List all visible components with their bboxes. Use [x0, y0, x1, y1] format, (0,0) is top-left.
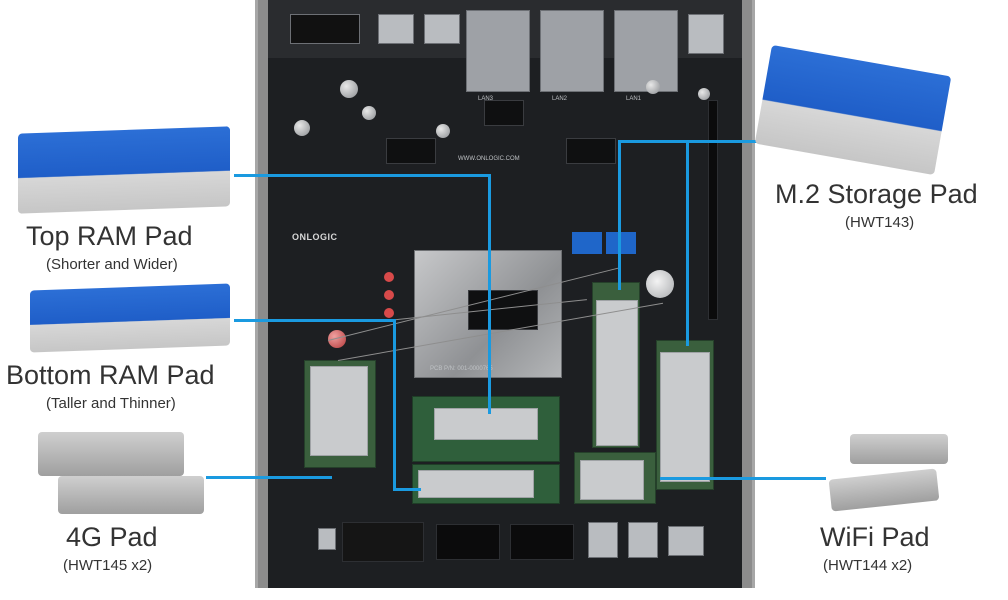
led — [384, 308, 394, 318]
usb-port — [378, 14, 414, 44]
m2-connector — [386, 138, 436, 164]
capacitor — [340, 80, 358, 98]
bottom-ram-pad-title: Bottom RAM Pad — [6, 360, 215, 390]
leader-line-bottom-ram — [393, 319, 396, 490]
usb-port — [424, 14, 460, 44]
wifi-pad-subtitle: (HWT144 x2) — [823, 557, 913, 574]
capacitor — [294, 120, 310, 136]
pcie-slot — [708, 100, 718, 320]
m2-storage-pad-title: M.2 Storage Pad — [775, 179, 978, 209]
leader-line-top-ram — [488, 174, 491, 414]
lan-port — [466, 10, 530, 92]
power-connector — [290, 14, 360, 44]
m2-storage-pad-photo — [754, 44, 952, 176]
wifi-thermal-pad — [580, 460, 644, 500]
lan-port — [540, 10, 604, 92]
lan-label: LAN3 — [478, 96, 494, 102]
top-ram-pad-photo — [18, 126, 230, 214]
capacitor — [328, 330, 346, 348]
leader-line-bottom-ram — [393, 488, 421, 491]
serial-port — [510, 524, 574, 560]
4g-pad-photo — [58, 476, 204, 514]
serial-port — [436, 524, 500, 560]
m2-thermal-pad — [660, 352, 710, 482]
sim-slot — [668, 526, 704, 556]
antenna-connector — [688, 14, 724, 54]
leader-line-m2 — [686, 140, 689, 346]
sata-connector — [572, 232, 602, 254]
usb-port — [588, 522, 618, 558]
leader-line-wifi — [660, 477, 826, 480]
motherboard-photo: LAN3 LAN2 LAN1 ONLOGIC WWW.ONLOGIC.COM P… — [268, 0, 742, 588]
pcb-label: PCB P/N: 001-0000765 — [430, 366, 493, 372]
leader-line-4g — [206, 476, 332, 479]
top-ram-thermal-pad — [434, 408, 538, 440]
leader-line-top-ram — [234, 174, 490, 177]
4g-pad-subtitle: (HWT145 x2) — [63, 557, 153, 574]
power-jack — [318, 528, 336, 550]
coin-battery — [646, 270, 674, 298]
top-ram-pad-subtitle: (Shorter and Wider) — [46, 256, 178, 273]
bottom-ram-thermal-pad — [418, 470, 534, 498]
leader-line-bottom-ram — [234, 319, 395, 322]
capacitor — [436, 124, 450, 138]
brand-logo: ONLOGIC — [292, 232, 338, 242]
lan-label: LAN1 — [626, 96, 642, 102]
m2-storage-thermal-pad — [596, 300, 638, 446]
lan-label: LAN2 — [552, 96, 568, 102]
lan-port — [614, 10, 678, 92]
m2-connector — [566, 138, 616, 164]
bottom-ram-pad-subtitle: (Taller and Thinner) — [46, 395, 176, 412]
board-url: WWW.ONLOGIC.COM — [458, 156, 520, 162]
capacitor — [362, 106, 376, 120]
m2-storage-pad-subtitle: (HWT143) — [845, 214, 915, 231]
capacitor — [698, 88, 710, 100]
led — [384, 290, 394, 300]
leader-line-m2 — [618, 140, 621, 290]
bottom-ram-pad-photo — [30, 283, 230, 353]
led — [384, 272, 394, 282]
capacitor — [646, 80, 660, 94]
terminal-block — [342, 522, 424, 562]
leader-line-m2 — [618, 140, 773, 143]
chip — [484, 100, 524, 126]
4g-thermal-pad — [310, 366, 368, 456]
4g-pad-title: 4G Pad — [66, 522, 158, 552]
cpu-chip — [468, 290, 538, 330]
usb-port — [628, 522, 658, 558]
top-ram-pad-title: Top RAM Pad — [26, 221, 193, 251]
sata-connector — [606, 232, 636, 254]
wifi-pad-photo — [828, 468, 940, 512]
4g-pad-photo — [38, 432, 184, 476]
wifi-pad-photo — [850, 434, 948, 464]
wifi-pad-title: WiFi Pad — [820, 522, 930, 552]
